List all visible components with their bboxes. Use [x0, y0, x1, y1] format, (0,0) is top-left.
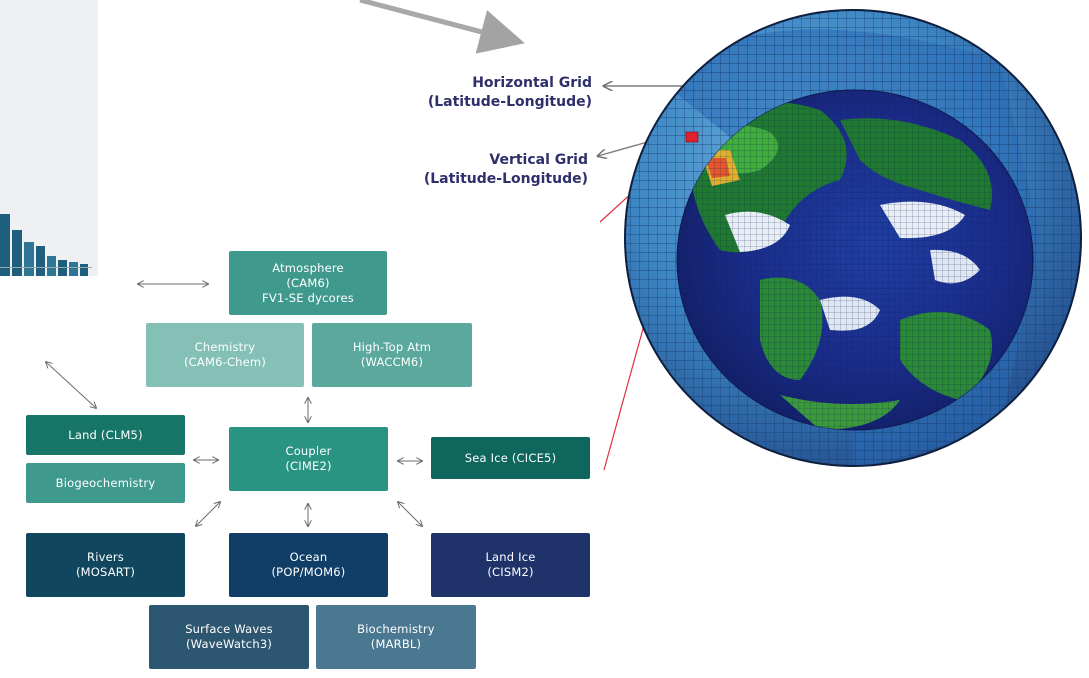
marker-cell: [685, 131, 699, 143]
high-top-model: (WACCM6): [360, 355, 424, 369]
biochemistry-box: Biochemistry (MARBL): [316, 605, 476, 669]
horizontal-grid-title: Horizontal Grid: [472, 75, 592, 91]
land-box: Land (CLM5): [26, 415, 185, 455]
panel-bar: [0, 214, 10, 276]
double-arrow-icon: [196, 502, 220, 526]
biogeochemistry-box: Biogeochemistry: [26, 463, 185, 503]
rivers-model: (MOSART): [75, 565, 136, 579]
surface-waves-title: Surface Waves: [185, 622, 273, 636]
atmosphere-dycores: FV1-SE dycores: [262, 290, 354, 305]
atmosphere-model: (CAM6): [286, 275, 330, 290]
vertical-grid-title: Vertical Grid: [489, 152, 588, 168]
biochemistry-title: Biochemistry: [357, 622, 435, 636]
vertical-grid-subtitle: (Latitude-Longitude): [423, 171, 588, 187]
panel-bar: [80, 264, 88, 276]
ocean-title: Ocean: [289, 550, 328, 564]
panel-bar: [12, 230, 22, 276]
atmosphere-box: Atmosphere (CAM6) FV1-SE dycores: [229, 251, 387, 315]
biogeochemistry-title: Biogeochemistry: [55, 475, 156, 490]
pointer-arrow-icon: [359, 0, 525, 54]
panel-bar: [69, 262, 78, 276]
sea-ice-box: Sea Ice (CICE5): [431, 437, 590, 479]
panel-bar: [36, 246, 45, 276]
land-ice-title: Land Ice: [485, 550, 536, 564]
surface-waves-model: (WaveWatch3): [185, 637, 273, 651]
coupler-model: (CIME2): [285, 459, 332, 473]
land-ice-model: (CISM2): [487, 565, 534, 579]
ocean-box: Ocean (POP/MOM6): [229, 533, 388, 597]
land-title: Land (CLM5): [68, 427, 143, 442]
vertical-grid-label: Vertical Grid (Latitude-Longitude): [366, 151, 588, 189]
high-top-atm-box: High-Top Atm (WACCM6): [312, 323, 472, 387]
land-ice-box: Land Ice (CISM2): [431, 533, 590, 597]
chemistry-box: Chemistry (CAM6-Chem): [146, 323, 304, 387]
background-panel: [0, 0, 98, 276]
double-arrow-icon: [46, 362, 96, 408]
horizontal-grid-label: Horizontal Grid (Latitude-Longitude): [370, 74, 592, 112]
coupler-box: Coupler (CIME2): [229, 427, 388, 491]
ocean-model: (POP/MOM6): [271, 565, 346, 579]
atmosphere-title: Atmosphere: [272, 260, 344, 275]
biochemistry-model: (MARBL): [370, 637, 422, 651]
panel-axis: [0, 267, 92, 268]
high-top-title: High-Top Atm: [352, 340, 432, 354]
panel-bar: [24, 242, 34, 276]
panel-bar: [58, 260, 67, 276]
surface-waves-box: Surface Waves (WaveWatch3): [149, 605, 309, 669]
horizontal-grid-subtitle: (Latitude-Longitude): [427, 94, 592, 110]
panel-bar: [47, 256, 56, 276]
rivers-title: Rivers: [87, 550, 124, 564]
double-arrow-icon: [398, 502, 422, 526]
chemistry-title: Chemistry: [194, 340, 256, 354]
coupler-title: Coupler: [285, 444, 332, 458]
chemistry-model: (CAM6-Chem): [183, 355, 267, 369]
rivers-box: Rivers (MOSART): [26, 533, 185, 597]
sea-ice-title: Sea Ice (CICE5): [464, 450, 557, 465]
